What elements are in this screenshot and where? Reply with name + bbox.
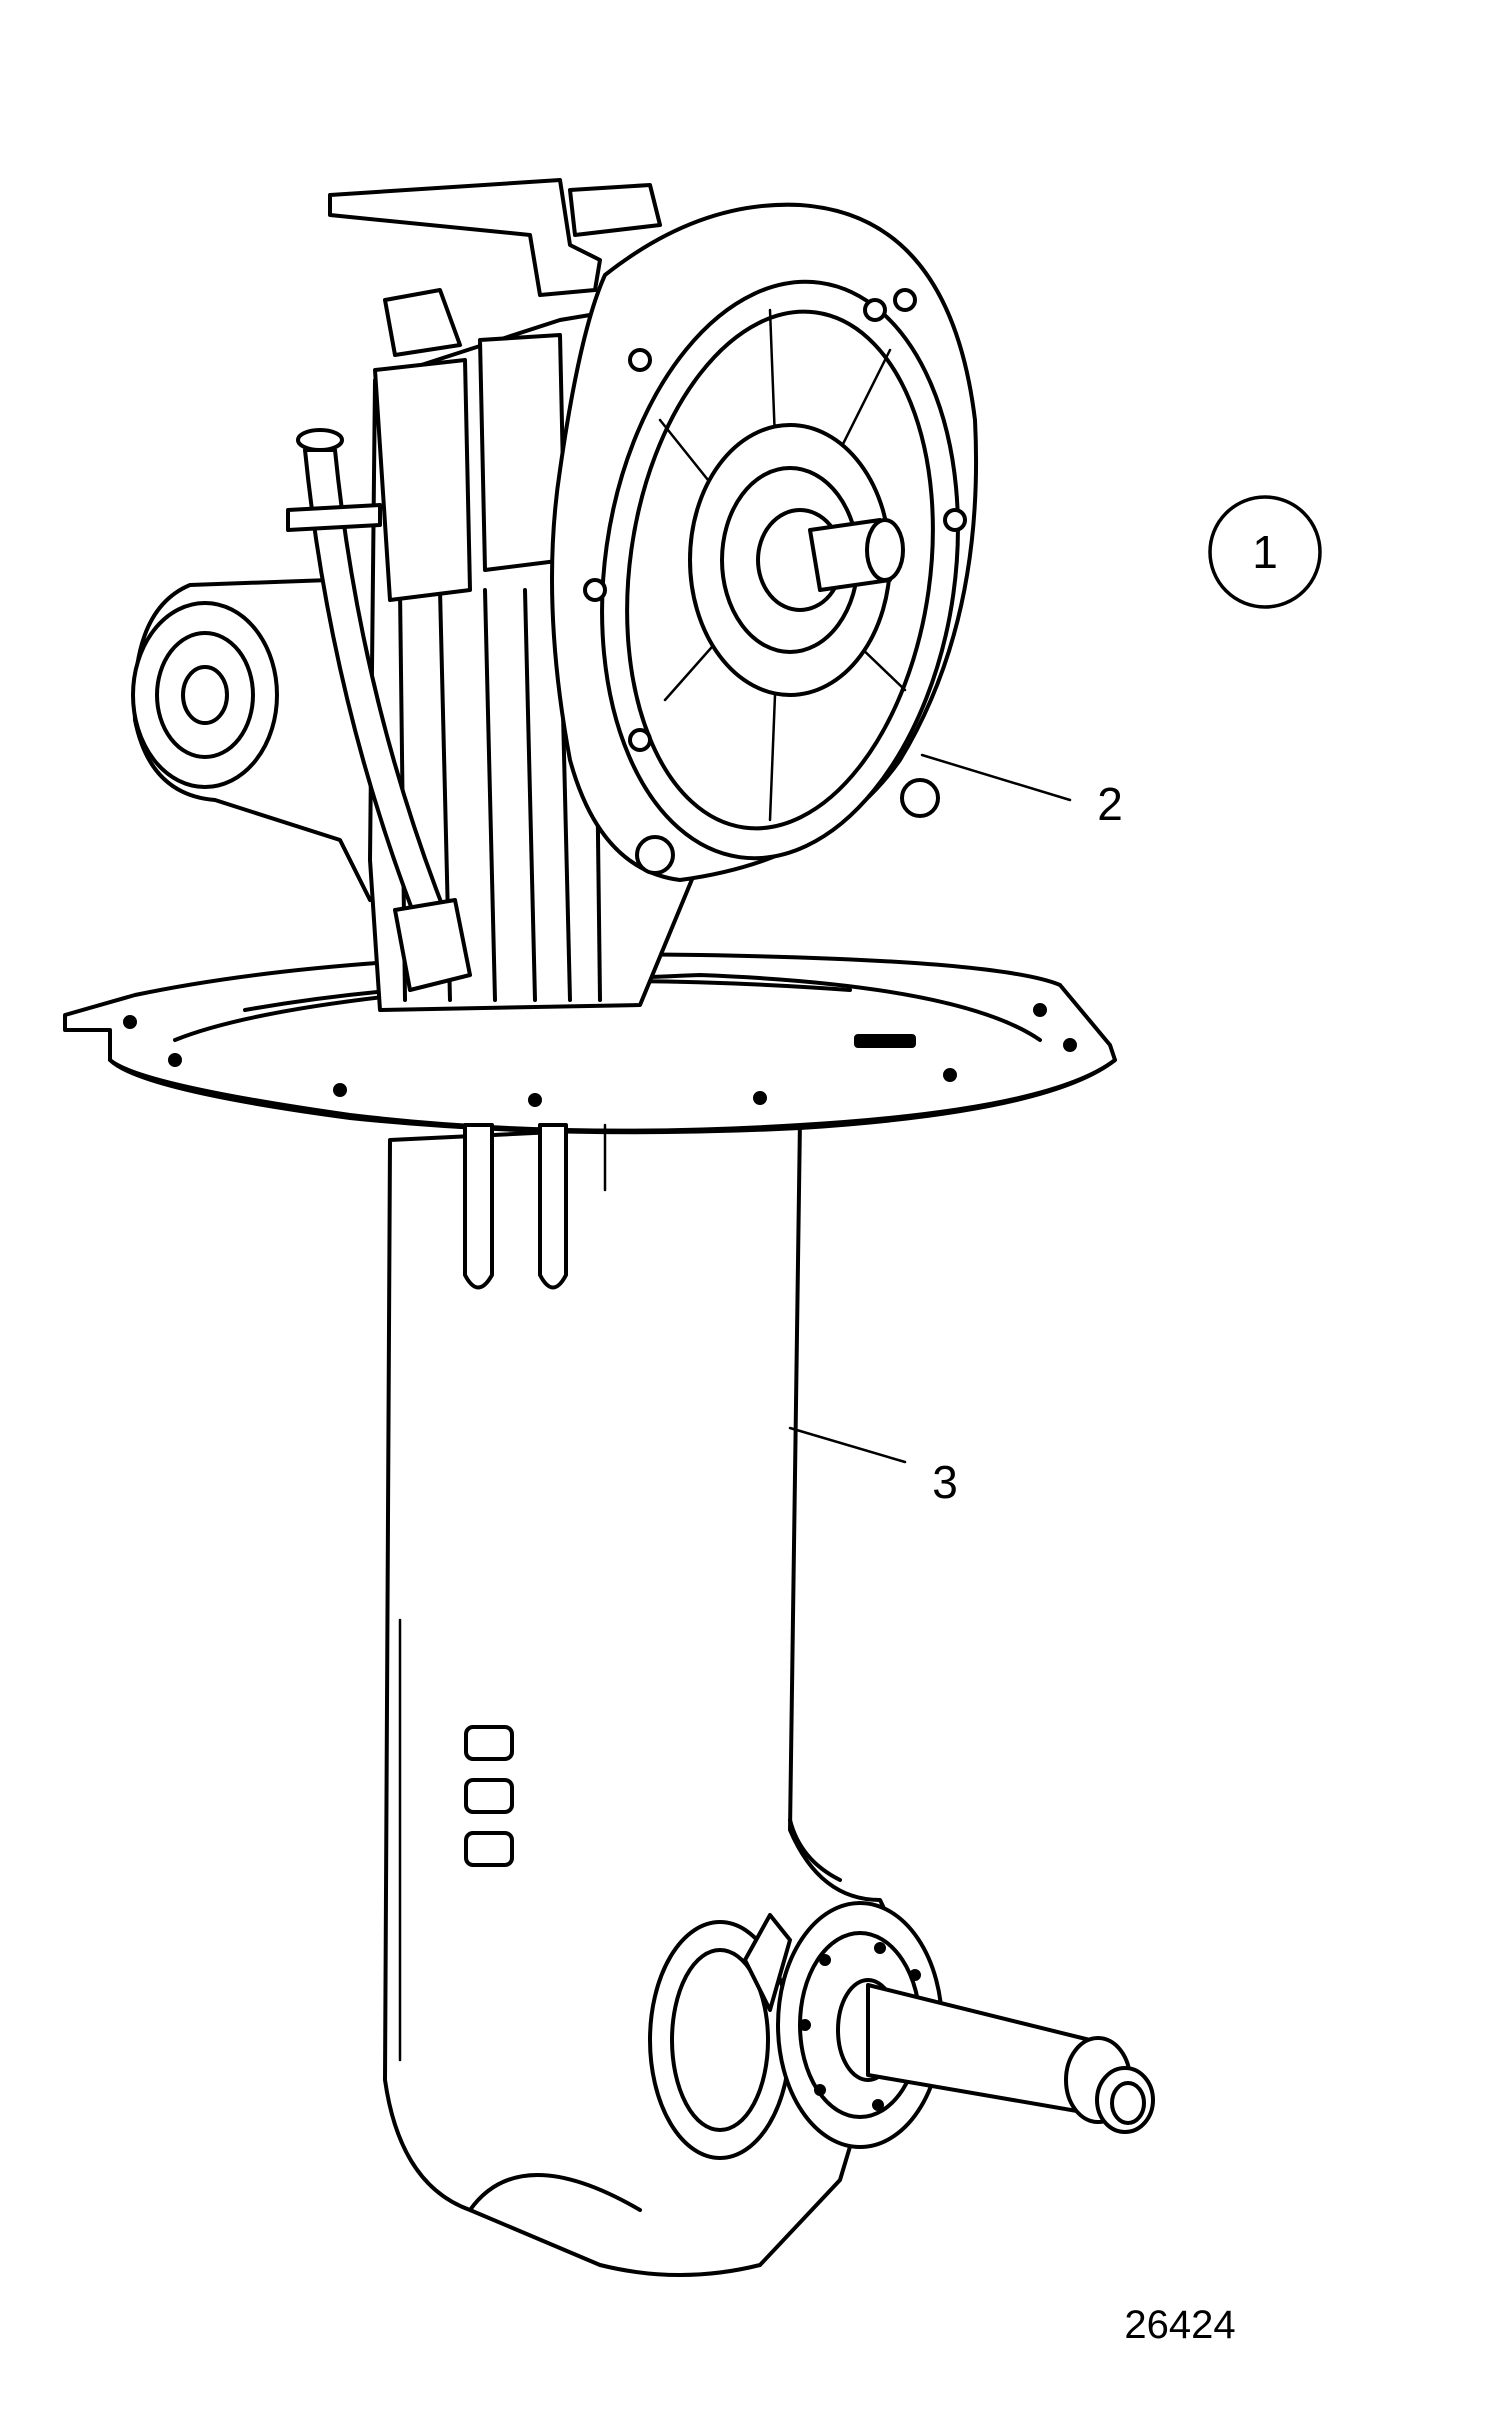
callout-2-label: 2 — [1097, 778, 1123, 830]
figure-number: 26424 — [1124, 2303, 1235, 2347]
callout-1-label: 1 — [1252, 526, 1278, 578]
input-flange — [550, 202, 979, 882]
leader-line-3 — [788, 1426, 907, 1464]
callout-1: 1 — [1208, 495, 1322, 609]
oil-hose — [286, 428, 472, 992]
callout-3-label: 3 — [932, 1456, 958, 1508]
cooling-inlets — [464, 1725, 514, 1867]
propeller-shaft-housing — [648, 1901, 1155, 2160]
leader-line-2 — [920, 753, 1072, 802]
callout-3: 3 — [788, 1426, 958, 1508]
cooling-tubes — [463, 1123, 607, 1290]
engine-mount — [131, 578, 392, 902]
callout-2: 2 — [920, 753, 1123, 830]
